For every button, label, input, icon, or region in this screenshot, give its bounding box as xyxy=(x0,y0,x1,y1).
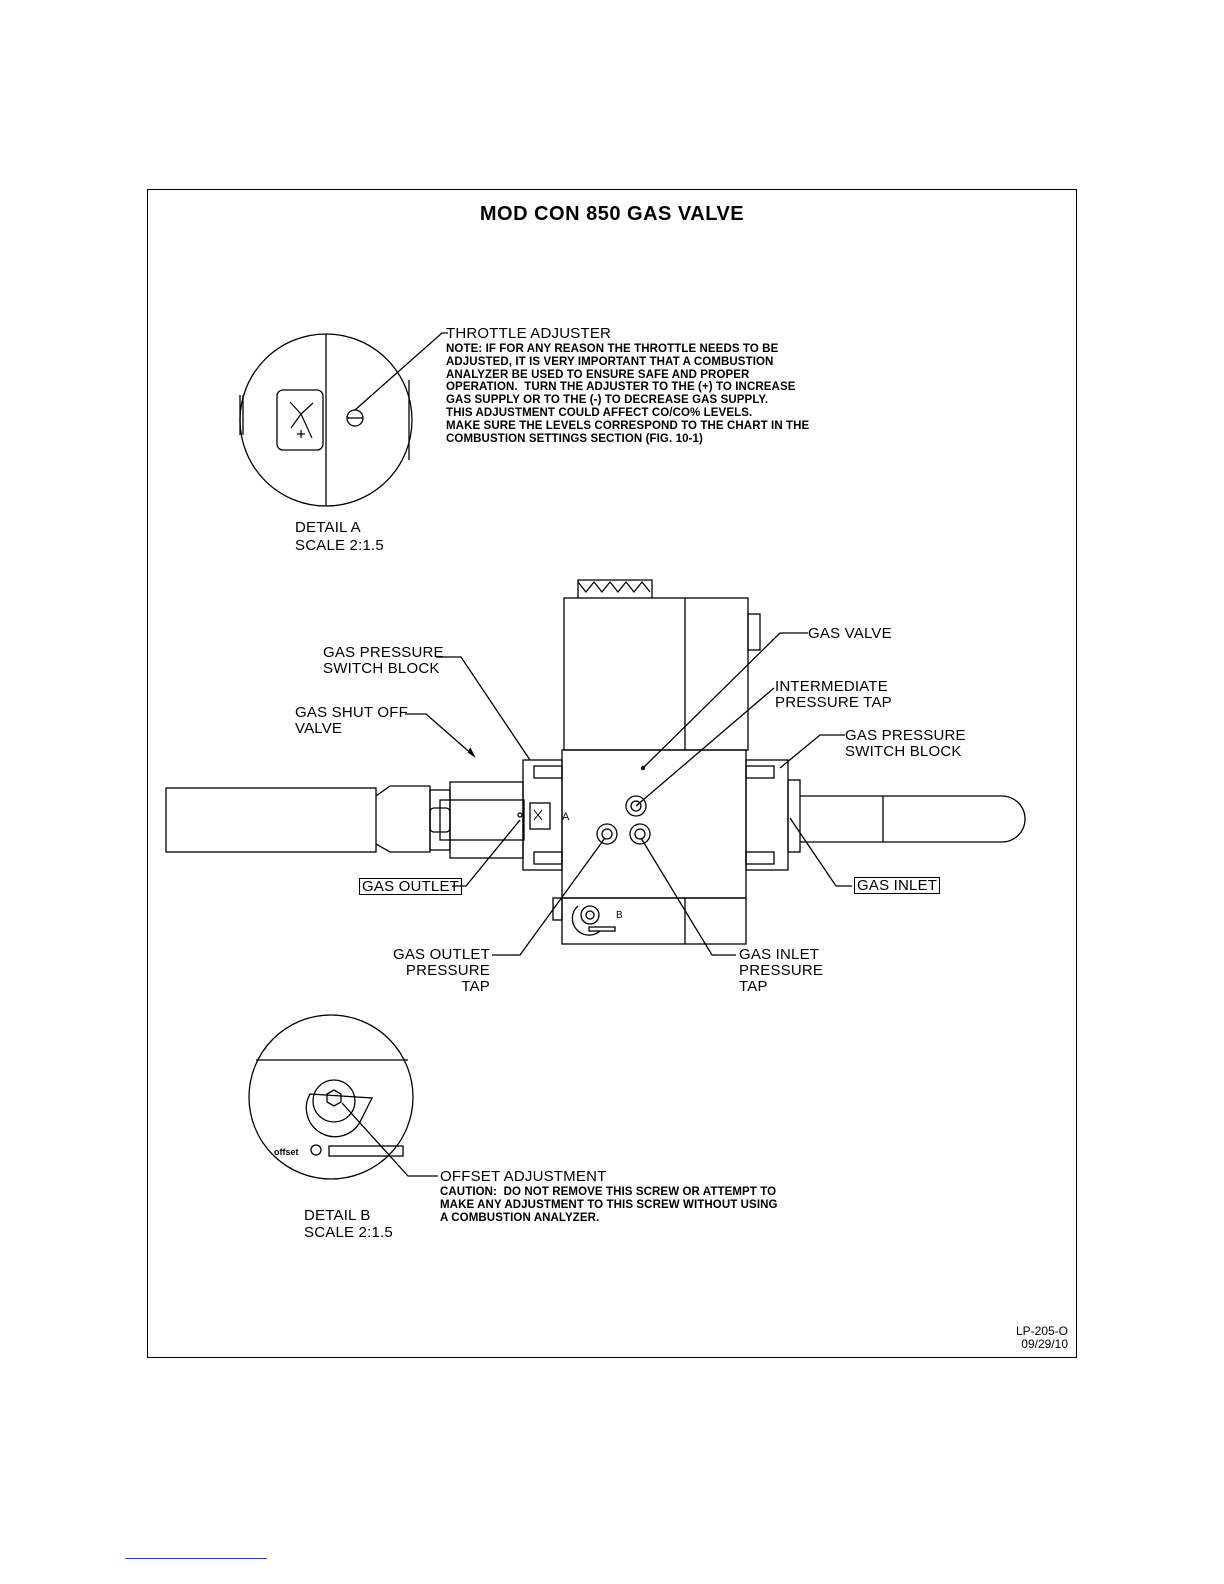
intermediate-tap-label-2: PRESSURE TAP xyxy=(775,694,892,711)
detail-b-name: DETAIL B xyxy=(304,1207,371,1224)
drawing-frame xyxy=(147,189,1077,1358)
offset-adjustment-label: OFFSET ADJUSTMENT xyxy=(440,1168,607,1185)
offset-caution: CAUTION: DO NOT REMOVE THIS SCREW OR ATT… xyxy=(440,1186,778,1224)
callout-b: B xyxy=(616,910,623,921)
intermediate-tap-label-1: INTERMEDIATE xyxy=(775,678,888,695)
document-number: LP-205-O xyxy=(1015,1324,1068,1338)
outlet-tap-label-3: TAP xyxy=(461,978,490,995)
inlet-tap-label-2: PRESSURE xyxy=(739,962,824,979)
gps-right-label-1: GAS PRESSURE xyxy=(845,727,966,744)
detail-b-view: offset xyxy=(248,1014,414,1180)
detail-a-view xyxy=(239,333,413,507)
outlet-tap-label-2: PRESSURE xyxy=(405,962,490,979)
offset-marker: offset xyxy=(274,1147,299,1157)
valve-body: B A xyxy=(165,579,1026,945)
detail-b-scale: SCALE 2:1.5 xyxy=(304,1224,393,1241)
callout-a: A xyxy=(562,811,570,823)
inlet-tap-label-1: GAS INLET xyxy=(739,946,820,963)
footer-line xyxy=(125,1558,267,1559)
gas-valve-label: GAS VALVE xyxy=(808,625,892,642)
detail-a-scale: SCALE 2:1.5 xyxy=(295,537,384,554)
throttle-adjuster-label: THROTTLE ADJUSTER xyxy=(446,325,612,342)
outlet-tap-label-1: GAS OUTLET xyxy=(392,946,490,963)
gas-inlet-label: GAS INLET xyxy=(854,877,941,894)
inlet-tap-label-3: TAP xyxy=(739,978,768,995)
gps-left-label-2: SWITCH BLOCK xyxy=(323,660,440,677)
document-id: LP-205-O 09/29/10 xyxy=(1000,1325,1068,1351)
detail-a-name: DETAIL A xyxy=(295,519,361,536)
drawing-title: MOD CON 850 GAS VALVE xyxy=(479,203,745,225)
shutoff-label-2: VALVE xyxy=(295,720,343,737)
gas-outlet-label: GAS OUTLET xyxy=(359,878,463,895)
document-date: 09/29/10 xyxy=(1021,1337,1068,1351)
gps-right-label-2: SWITCH BLOCK xyxy=(845,743,962,760)
gps-left-label-1: GAS PRESSURE xyxy=(323,644,444,661)
throttle-note: NOTE: IF FOR ANY REASON THE THROTTLE NEE… xyxy=(446,343,810,445)
shutoff-label-1: GAS SHUT OFF xyxy=(295,704,408,721)
